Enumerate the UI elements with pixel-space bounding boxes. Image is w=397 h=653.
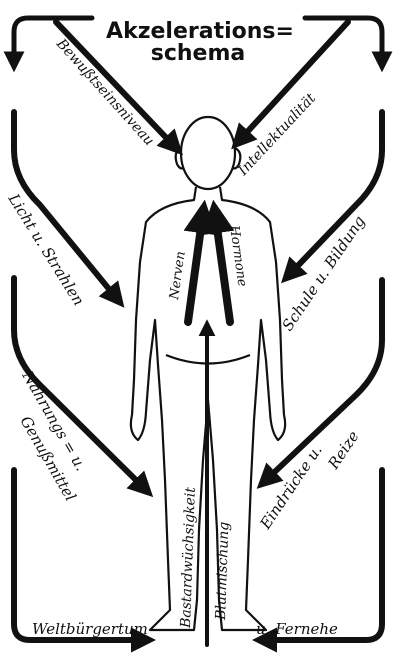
figure-head (181, 117, 235, 189)
label-blutmischung: Blutmischung (213, 521, 232, 621)
title-line-2: schema (151, 41, 246, 66)
label-reize: Reize (324, 427, 363, 473)
label-bewusstseinsniveau: Bewußtseinsniveau (52, 35, 157, 149)
label-nerven: Nerven (167, 250, 189, 301)
label-hormone: Hormone (226, 223, 250, 287)
label-fernehe: u. Fernehe (256, 620, 338, 638)
arrow-nerven (188, 213, 203, 322)
arrow-weltbuergertum (14, 470, 146, 640)
label-weltbuergertum: Weltbürgertum (32, 620, 148, 638)
